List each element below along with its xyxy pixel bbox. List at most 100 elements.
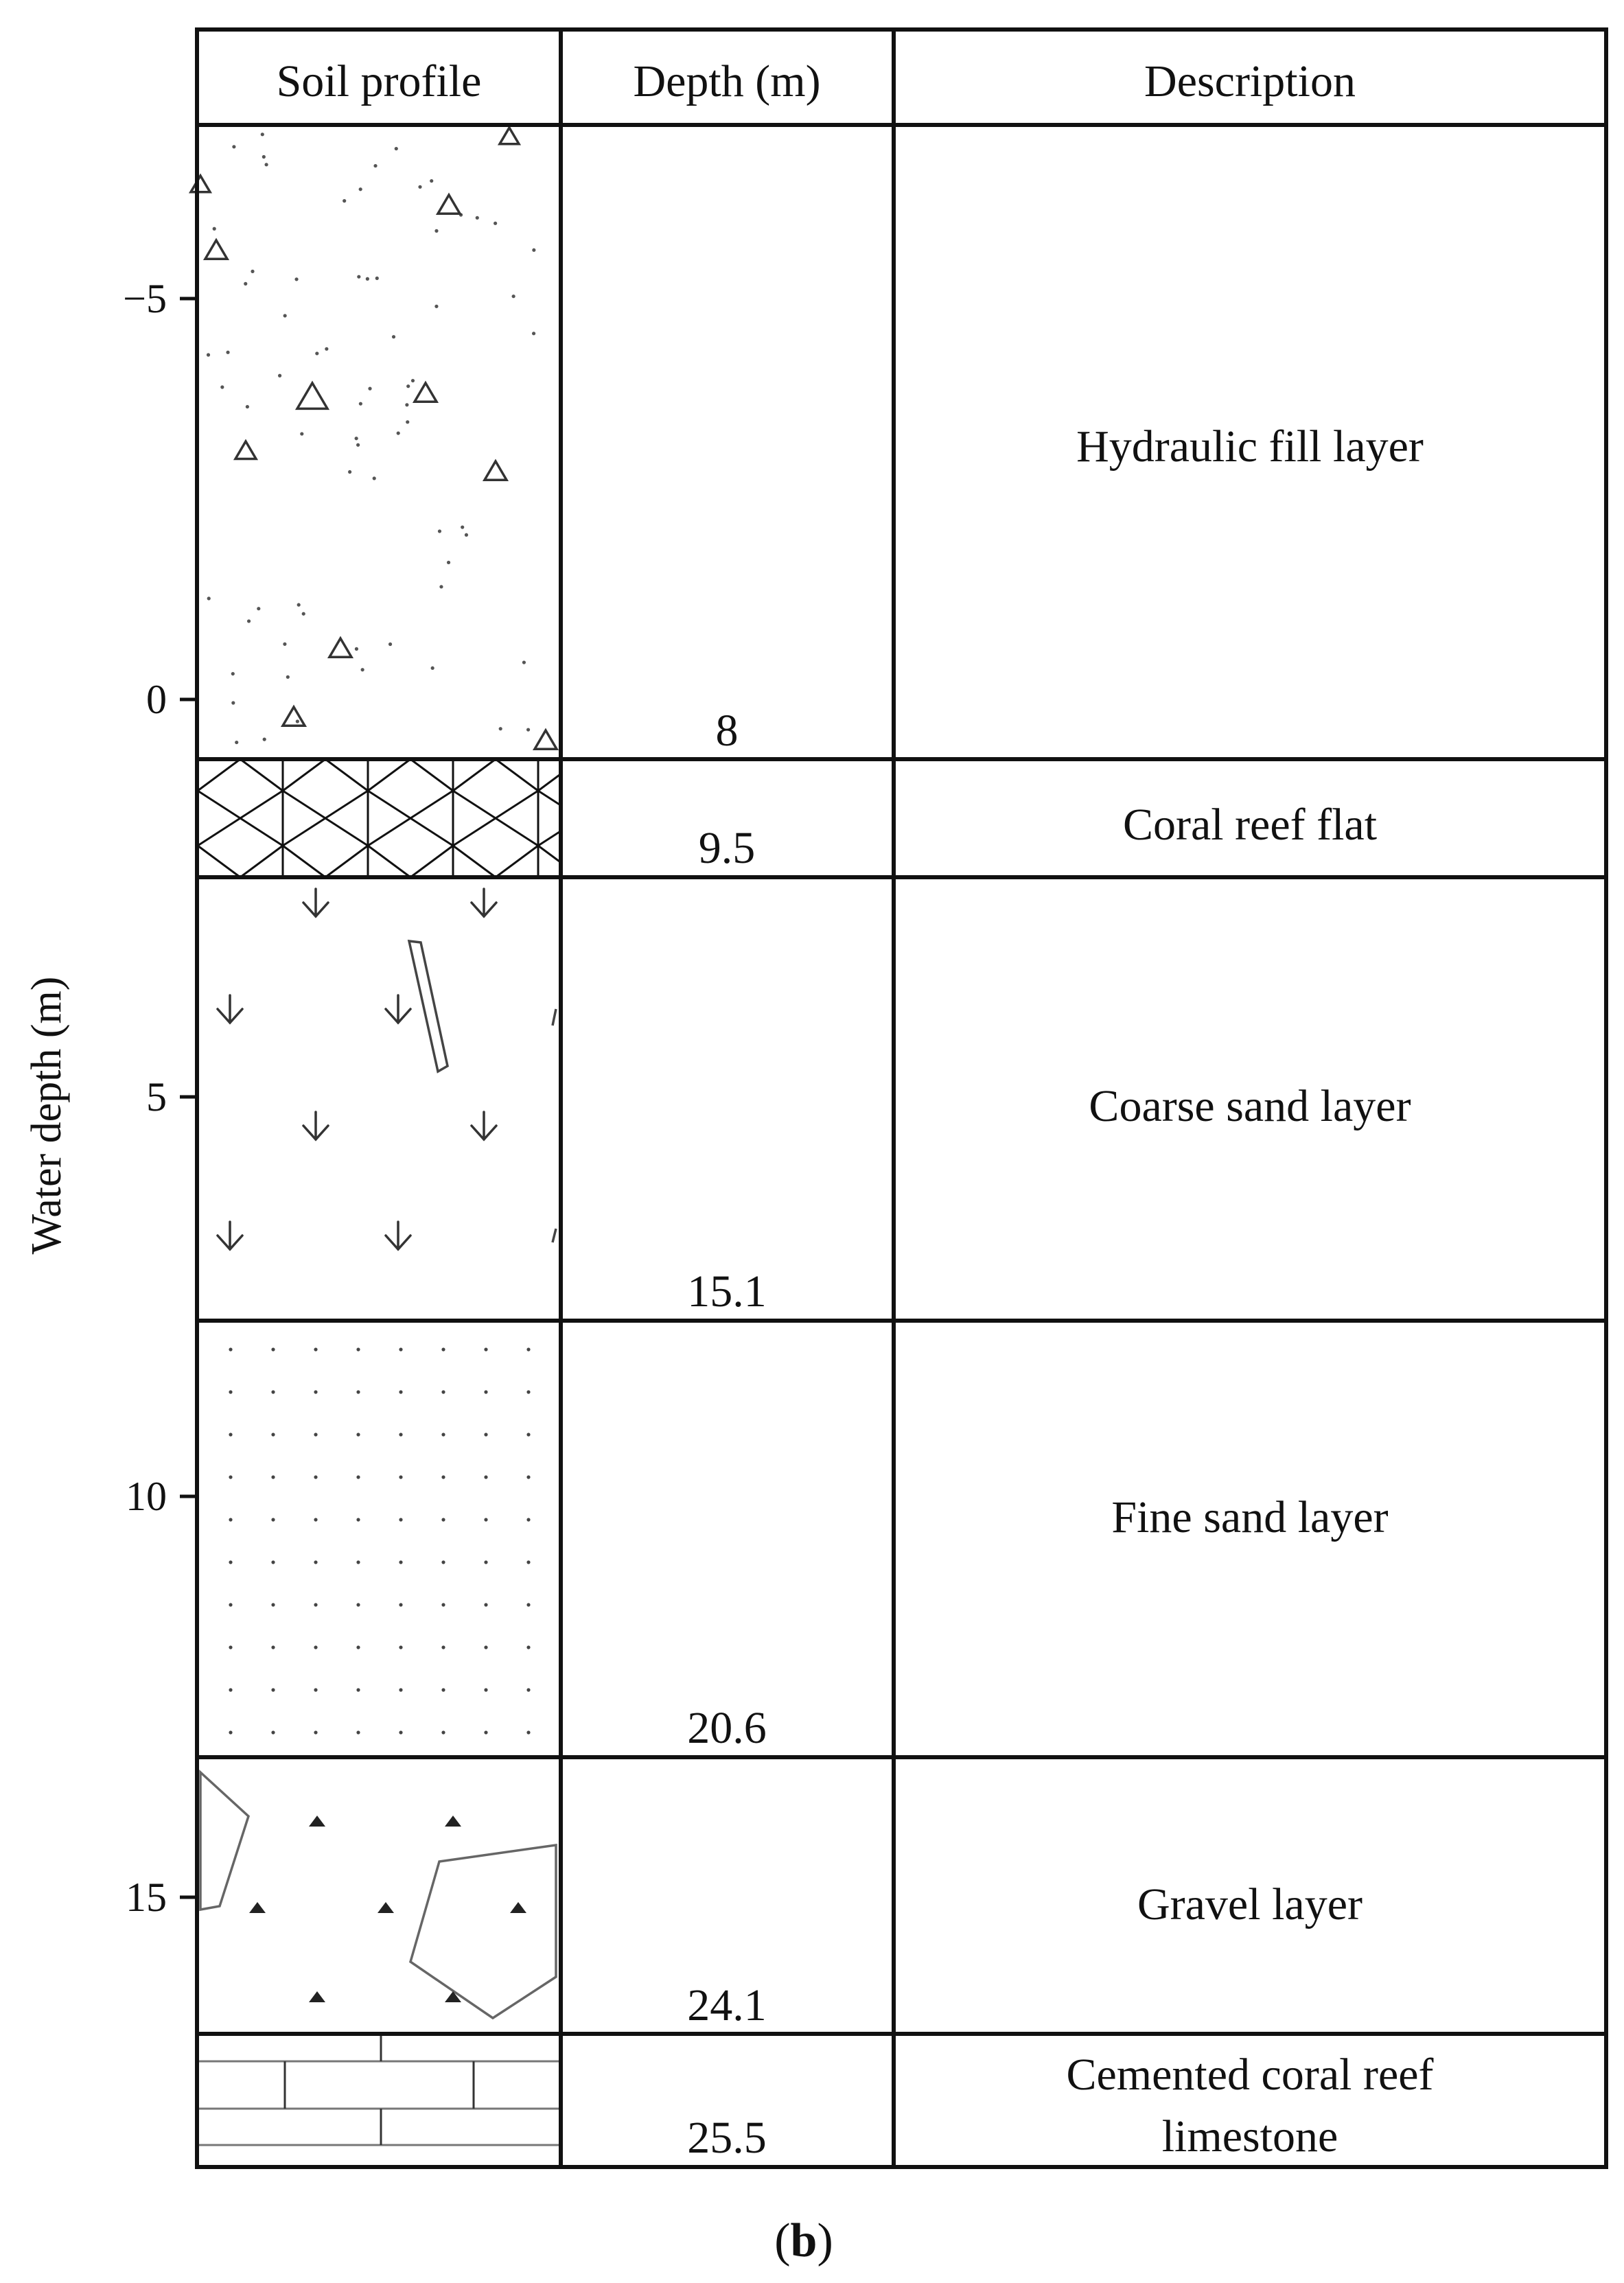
- speck-mark: [406, 420, 410, 424]
- speck-mark: [394, 146, 398, 151]
- speck-mark: [406, 384, 410, 389]
- speck-mark: [226, 350, 230, 354]
- pattern-coarse-sand: [216, 888, 557, 1251]
- speck-mark: [207, 596, 211, 601]
- speck-mark: [360, 668, 364, 672]
- figure-caption: (b): [774, 2214, 833, 2267]
- pebble-mark: [199, 1770, 251, 1912]
- speck-mark: [430, 178, 434, 183]
- speck-mark: [410, 378, 415, 383]
- speck-mark: [464, 533, 469, 537]
- speck-mark: [232, 145, 236, 149]
- pattern-fine-sand: [198, 1321, 560, 1757]
- speck-mark: [375, 276, 379, 280]
- speck-mark: [368, 386, 372, 391]
- pattern-cemented-limestone: [198, 2036, 560, 2146]
- speck-mark: [526, 728, 531, 732]
- speck-mark: [494, 221, 498, 225]
- speck-mark: [260, 132, 264, 137]
- speck-mark: [461, 525, 465, 529]
- speck-mark: [475, 216, 479, 220]
- water-depth-axis: −5 0 5 10 15 Water depth (m): [23, 276, 197, 1920]
- speck-mark: [231, 701, 235, 705]
- tick-label: 5: [146, 1074, 167, 1120]
- grain-mark: [407, 939, 449, 1074]
- speck-mark: [365, 277, 369, 281]
- speck-mark: [532, 248, 536, 252]
- header-description: Description: [1144, 56, 1356, 106]
- tick-label: 10: [126, 1474, 167, 1519]
- speck-mark: [373, 163, 378, 168]
- grain-mark: [309, 1991, 325, 2002]
- table-frame: [195, 27, 1608, 2169]
- speck-mark: [246, 619, 251, 623]
- grain-mark: [249, 1902, 266, 1913]
- arrow-mark: [470, 888, 498, 918]
- speck-mark: [354, 647, 359, 651]
- grain-mark: [309, 1816, 325, 1827]
- triangle-mark: [482, 459, 509, 481]
- triangle-mark: [412, 380, 439, 403]
- triangle-mark: [280, 704, 308, 727]
- tick-label: 15: [126, 1875, 167, 1920]
- depth-column: 8 9.5 15.1 20.6 24.1 25.5: [687, 706, 767, 2163]
- speck-mark: [264, 163, 268, 167]
- arrow-mark: [302, 888, 329, 918]
- speck-mark: [244, 281, 248, 286]
- triangle-mark: [188, 173, 213, 194]
- triangle-mark: [327, 636, 354, 658]
- layer-description: limestone: [1162, 2111, 1338, 2162]
- table-header-row: Soil profile Depth (m) Description: [277, 56, 1356, 106]
- pattern-coral-reef-flat: [198, 759, 560, 877]
- layer-description: Cemented coral reef: [1066, 2050, 1433, 2100]
- speck-mark: [511, 294, 515, 299]
- speck-mark: [294, 277, 299, 281]
- speck-mark: [388, 642, 393, 647]
- arrow-mark: [216, 994, 244, 1025]
- arrow-mark: [470, 1111, 498, 1142]
- layer-depth: 15.1: [687, 1266, 767, 1317]
- grain-mark: [445, 1991, 461, 2002]
- speck-mark: [391, 335, 396, 339]
- header-depth: Depth (m): [633, 56, 820, 106]
- grain-mark: [551, 1008, 557, 1243]
- speck-mark: [434, 304, 439, 308]
- speck-mark: [206, 353, 211, 357]
- speck-mark: [522, 660, 526, 664]
- axis-label: Water depth (m): [23, 977, 70, 1255]
- layer-description: Hydraulic fill layer: [1076, 421, 1424, 472]
- speck-mark: [430, 666, 434, 670]
- layer-depth: 9.5: [699, 823, 756, 873]
- speck-mark: [354, 437, 358, 441]
- speck-mark: [396, 431, 400, 435]
- speck-mark: [437, 529, 442, 533]
- speck-mark: [348, 470, 352, 474]
- triangle-mark: [294, 380, 330, 410]
- speck-mark: [212, 227, 216, 231]
- arrow-mark: [384, 1220, 412, 1251]
- layer-depth: 24.1: [687, 1980, 767, 2030]
- layer-depth: 25.5: [687, 2113, 767, 2163]
- layer-description: Coral reef flat: [1123, 800, 1377, 850]
- arrow-mark: [216, 1220, 244, 1251]
- speck-mark: [439, 585, 443, 589]
- speck-mark: [418, 185, 422, 189]
- speck-mark: [434, 229, 439, 233]
- speck-mark: [297, 603, 301, 607]
- speck-mark: [325, 347, 329, 351]
- speck-mark: [356, 443, 360, 447]
- speck-mark: [531, 332, 536, 336]
- speck-mark: [358, 402, 362, 406]
- speck-mark: [262, 737, 266, 741]
- grain-mark: [510, 1902, 526, 1913]
- speck-mark: [283, 642, 287, 646]
- layer-description: Gravel layer: [1137, 1879, 1362, 1929]
- speck-mark: [235, 740, 239, 745]
- speck-mark: [358, 187, 362, 192]
- tick-label: 0: [146, 677, 167, 722]
- triangle-mark: [233, 439, 259, 461]
- triangle-mark: [202, 237, 230, 260]
- layer-description: Coarse sand layer: [1089, 1081, 1411, 1131]
- speck-mark: [286, 675, 290, 679]
- grain-mark: [378, 1902, 394, 1913]
